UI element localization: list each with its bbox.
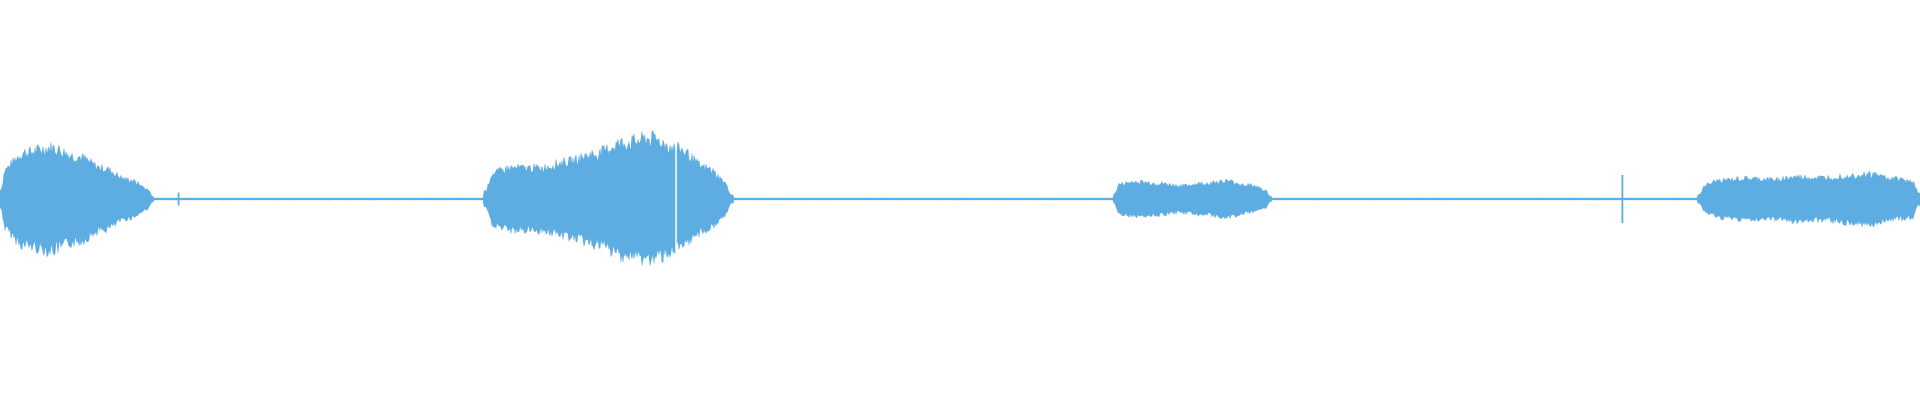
waveform-envelope — [0, 130, 1920, 266]
